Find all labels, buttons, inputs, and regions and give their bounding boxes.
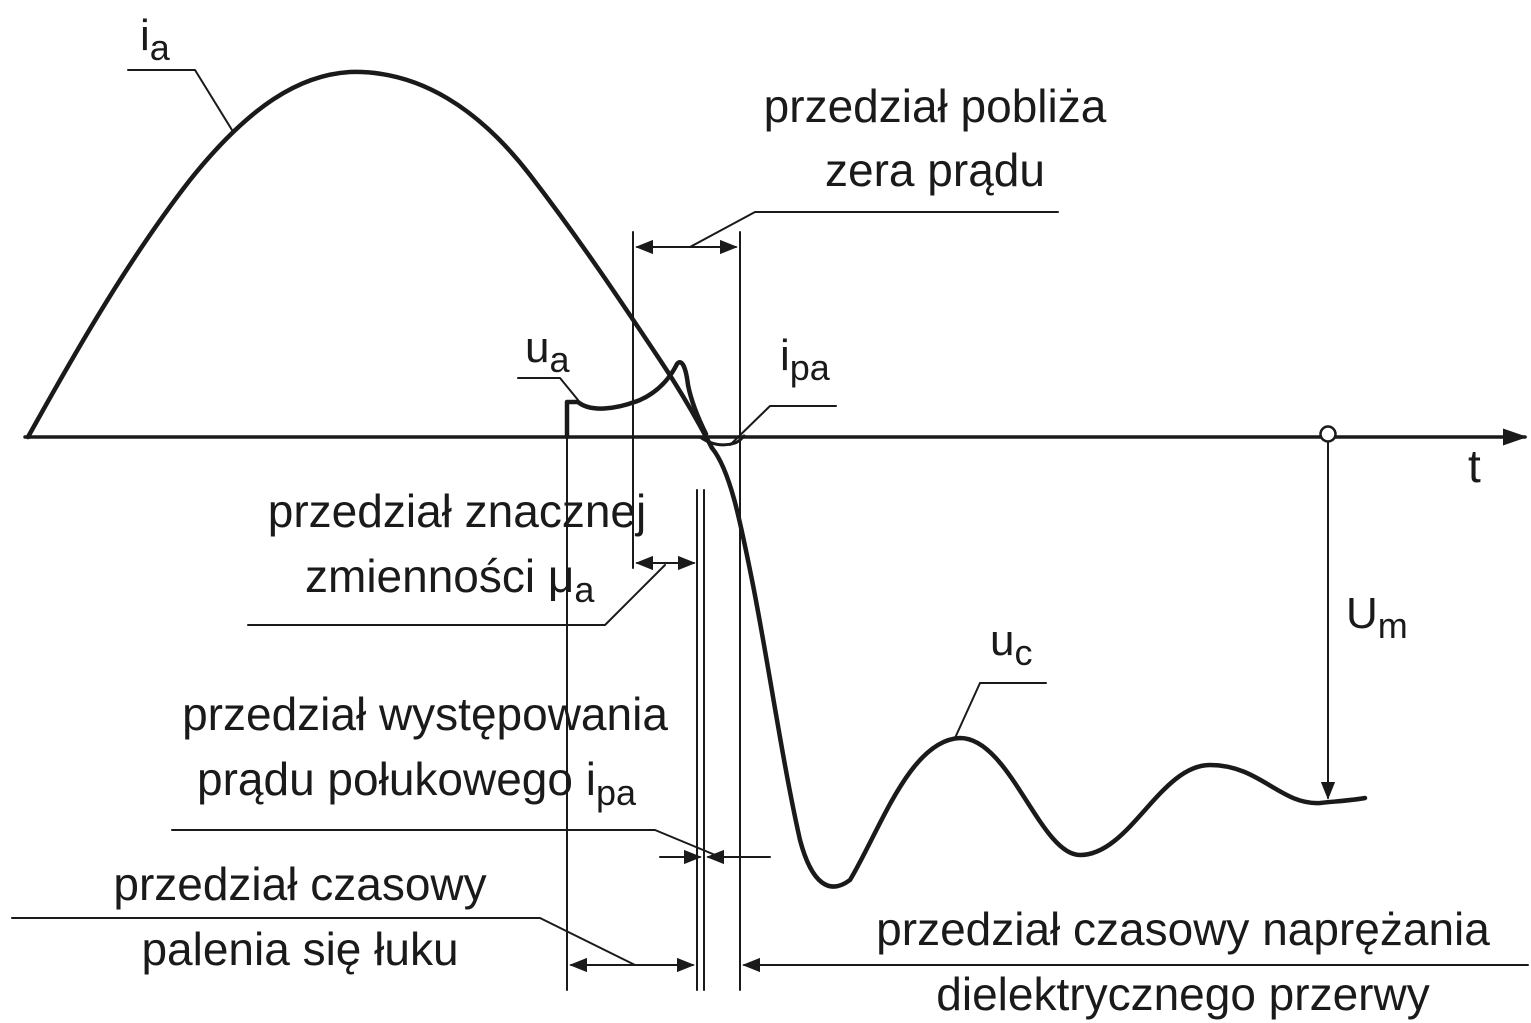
label-variability-line2: zmienności μa xyxy=(305,550,595,610)
label-near-zero-line2: zera prądu xyxy=(825,144,1045,196)
leader-post-arc-current xyxy=(729,405,837,446)
post-arc-current-curve xyxy=(698,434,746,447)
leader-arc-current xyxy=(127,69,233,131)
um-origin-circle xyxy=(1319,425,1337,443)
label-arc-burning-line2: palenia się łuku xyxy=(141,923,458,975)
recovery-voltage-curve xyxy=(709,445,1368,889)
leader-arc-burning-interval xyxy=(11,917,636,966)
leader-variability-interval xyxy=(247,564,666,626)
leader-recovery-voltage-tick xyxy=(954,682,981,739)
time-axis-label: t xyxy=(1468,440,1481,492)
leader-arc-voltage xyxy=(517,377,579,401)
symbol-post-arc-current: ipa xyxy=(780,331,831,388)
label-near-zero-line1: przedział pobliża xyxy=(764,80,1107,132)
symbol-recovery-voltage: uc xyxy=(990,616,1032,673)
label-post-arc-line1: przedział występowania xyxy=(182,688,668,740)
symbol-arc-voltage: ua xyxy=(525,323,570,380)
label-dielectric-line2: dielektrycznego przerwy xyxy=(936,968,1429,1020)
label-dielectric-line1: przedział czasowy naprężania xyxy=(876,903,1490,955)
label-variability-line1: przedział znacznej xyxy=(268,485,646,537)
arc-current-curve xyxy=(25,69,715,451)
arc-voltage-curve xyxy=(564,360,709,440)
leader-near-zero-interval xyxy=(689,211,1059,248)
symbol-arc-current: ia xyxy=(140,11,171,68)
label-post-arc-line2: prądu połukowego ipa xyxy=(197,753,637,813)
label-arc-burning-line1: przedział czasowy xyxy=(113,858,486,910)
symbol-max-voltage: Um xyxy=(1346,589,1408,646)
leader-post-arc-interval xyxy=(171,829,721,858)
